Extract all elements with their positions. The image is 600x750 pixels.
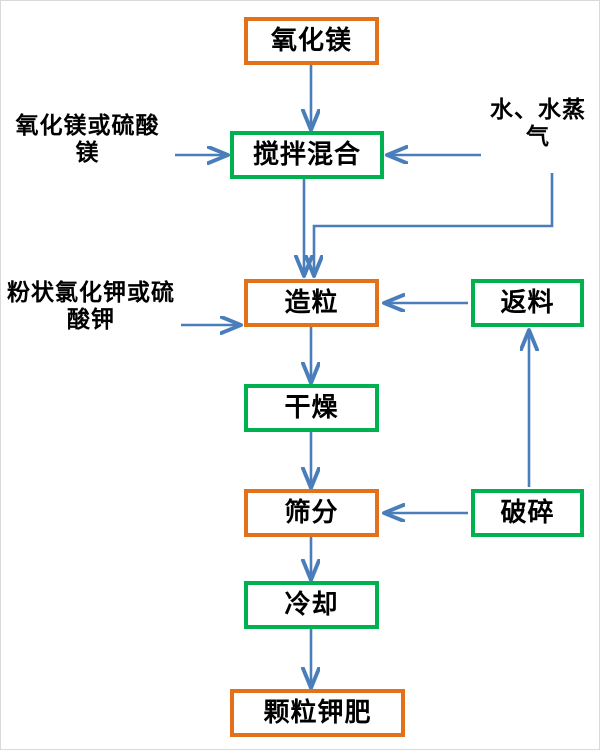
node-screening[interactable]: 筛分 (244, 489, 379, 537)
label-feed-mgo-or-mgso4: 氧化镁或硫酸镁 (15, 113, 160, 167)
node-label: 返料 (500, 288, 555, 318)
node-crushing[interactable]: 破碎 (471, 489, 584, 537)
node-label: 搅拌混合 (252, 140, 361, 170)
node-label: 干燥 (284, 393, 339, 423)
node-label: 氧化镁 (270, 26, 352, 56)
node-recycle-material[interactable]: 返料 (471, 279, 584, 327)
label-feed-water-steam: 水、水蒸气 (490, 97, 586, 151)
node-granular-potash[interactable]: 颗粒钾肥 (230, 689, 405, 737)
node-label: 筛分 (284, 498, 339, 528)
node-granulation[interactable]: 造粒 (244, 279, 379, 327)
node-stirring-mixing[interactable]: 搅拌混合 (230, 131, 384, 179)
node-magnesium-oxide[interactable]: 氧化镁 (244, 17, 379, 65)
node-label: 造粒 (284, 288, 339, 318)
node-cooling[interactable]: 冷却 (244, 581, 379, 629)
node-label: 颗粒钾肥 (263, 698, 372, 728)
node-label: 冷却 (284, 590, 339, 620)
label-feed-kcl-or-k2so4: 粉状氯化钾或硫酸钾 (7, 280, 175, 334)
connector-water-to-granulation (314, 173, 554, 275)
node-label: 破碎 (500, 498, 555, 528)
node-drying[interactable]: 干燥 (244, 384, 379, 432)
